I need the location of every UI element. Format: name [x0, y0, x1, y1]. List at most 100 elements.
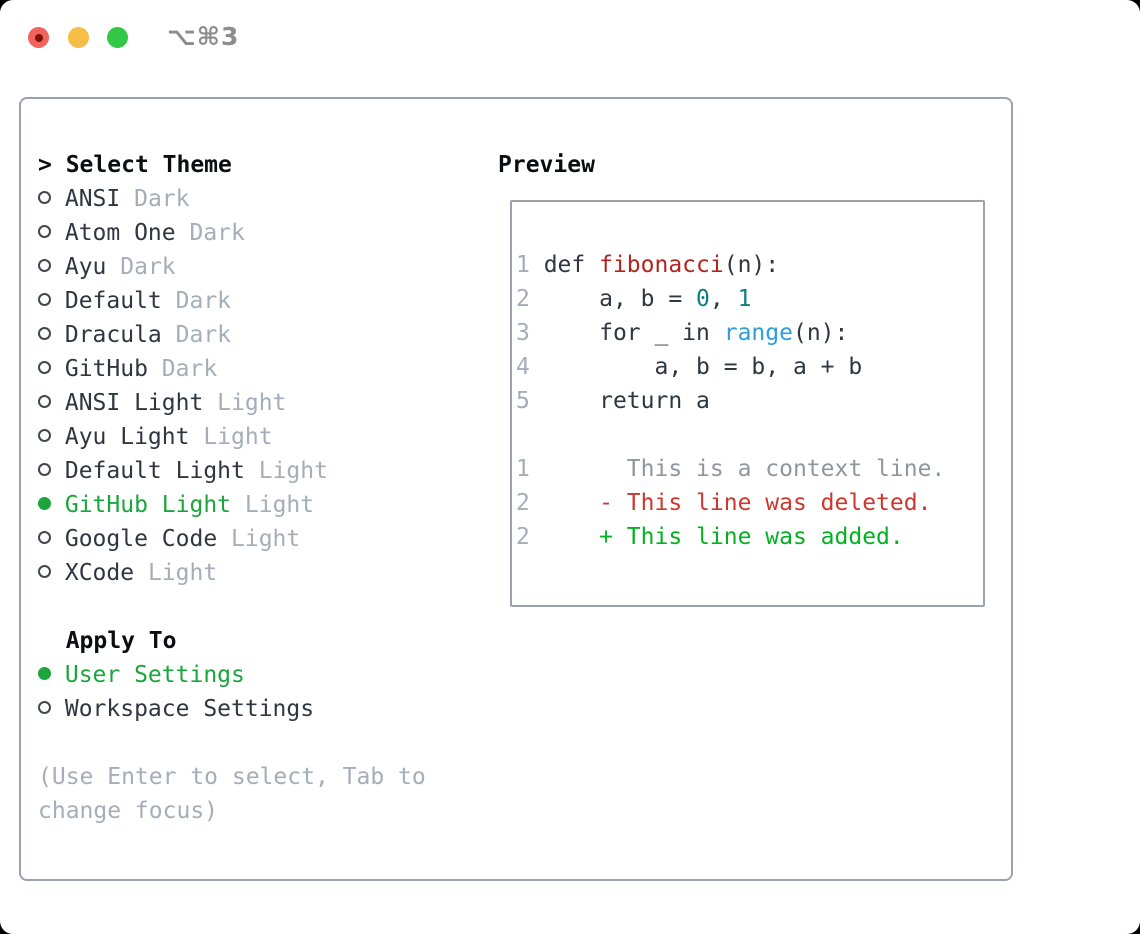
- radio-unselected-icon: [38, 225, 51, 238]
- theme-variant-label: Dark: [189, 220, 245, 246]
- select-theme-header: > Select Theme: [38, 148, 426, 182]
- code-segment-num: 0: [696, 286, 710, 312]
- theme-option-label: Atom One: [51, 220, 190, 246]
- radio-unselected-icon: [38, 565, 51, 578]
- theme-variant-label: Dark: [161, 356, 218, 382]
- theme-option-label: ANSI Light: [51, 390, 218, 416]
- code-line-5: 5 return a: [516, 384, 945, 418]
- radio-selected-icon: [38, 667, 51, 680]
- theme-option-label: Dracula: [51, 322, 176, 348]
- code-segment-code: a, b =: [543, 286, 697, 312]
- theme-variant-label: Dark: [120, 254, 176, 280]
- code-segment-code: ,: [709, 286, 738, 312]
- code-segment-func: fibonacci: [599, 252, 724, 278]
- code-segment-code: (n):: [723, 252, 780, 278]
- theme-option-label: Default Light: [51, 458, 259, 484]
- radio-unselected-icon: [38, 395, 51, 408]
- line-number: 2: [516, 286, 544, 312]
- theme-option-default-light[interactable]: Default Light Light: [38, 454, 426, 488]
- theme-menu: > Select Theme ANSI Dark Atom One Dark A…: [38, 148, 426, 828]
- code-segment-del: - This line was deleted.: [543, 490, 932, 516]
- theme-option-ayu-light[interactable]: Ayu Light Light: [38, 420, 426, 454]
- line-number: 3: [516, 320, 544, 346]
- line-number: 1: [516, 456, 544, 482]
- theme-option-github[interactable]: GitHub Dark: [38, 352, 426, 386]
- theme-variant-label: Dark: [134, 186, 190, 212]
- theme-variant-label: Dark: [175, 322, 232, 348]
- theme-option-dracula[interactable]: Dracula Dark: [38, 318, 426, 352]
- line-number: [516, 422, 530, 448]
- line-number: 4: [516, 354, 544, 380]
- theme-variant-label: Light: [217, 390, 287, 416]
- code-line-1: 1 def fibonacci(n):: [516, 248, 945, 282]
- apply-to-option-label: Workspace Settings: [51, 696, 315, 722]
- code-segment-add: + This line was added.: [543, 524, 904, 550]
- code-line-8: 2 - This line was deleted.: [516, 486, 945, 520]
- theme-option-xcode[interactable]: XCode Light: [38, 556, 426, 590]
- theme-option-label: Default: [51, 288, 176, 314]
- theme-list: ANSI Dark Atom One Dark Ayu Dark Default…: [38, 182, 426, 590]
- code-blank-line: [516, 418, 945, 452]
- close-button[interactable]: [28, 27, 49, 48]
- code-line-4: 4 a, b = b, a + b: [516, 350, 945, 384]
- theme-option-label: Ayu Light: [51, 424, 204, 450]
- line-number: 5: [516, 388, 544, 414]
- code-line-7: 1 This is a context line.: [516, 452, 945, 486]
- theme-option-atom-one[interactable]: Atom One Dark: [38, 216, 426, 250]
- window-title: ⌥⌘3: [167, 22, 240, 51]
- theme-option-label: GitHub Light: [51, 492, 245, 518]
- theme-variant-label: Light: [258, 458, 328, 484]
- radio-unselected-icon: [38, 463, 51, 476]
- theme-option-github-light[interactable]: GitHub Light Light: [38, 488, 426, 522]
- radio-unselected-icon: [38, 531, 51, 544]
- help-text-line-2: change focus): [38, 798, 219, 824]
- code-line-2: 2 a, b = 0, 1: [516, 282, 945, 316]
- minimize-button[interactable]: [68, 27, 89, 48]
- apply-to-list: User Settings Workspace Settings: [38, 658, 426, 726]
- radio-unselected-icon: [38, 191, 51, 204]
- code-line-9: 2 + This line was added.: [516, 520, 945, 554]
- theme-option-ayu[interactable]: Ayu Dark: [38, 250, 426, 284]
- help-text-line-1: (Use Enter to select, Tab to: [38, 764, 426, 790]
- zoom-button[interactable]: [107, 27, 128, 48]
- focus-caret: >: [38, 152, 66, 178]
- theme-option-default[interactable]: Default Dark: [38, 284, 426, 318]
- code-segment-code: def: [543, 252, 600, 278]
- radio-unselected-icon: [38, 327, 51, 340]
- theme-option-label: Google Code: [51, 526, 232, 552]
- select-theme-title: Select Theme: [65, 152, 232, 178]
- code-segment-ctx: This is a context line.: [543, 456, 946, 482]
- radio-unselected-icon: [38, 293, 51, 306]
- apply-to-header: Apply To: [65, 628, 177, 654]
- theme-option-label: ANSI: [51, 186, 135, 212]
- theme-option-label: Ayu: [51, 254, 121, 280]
- theme-option-google-code[interactable]: Google Code Light: [38, 522, 426, 556]
- apply-to-option-user-settings[interactable]: User Settings: [38, 658, 426, 692]
- line-number: 2: [516, 524, 544, 550]
- line-number: 2: [516, 490, 544, 516]
- theme-variant-label: Light: [231, 526, 301, 552]
- theme-variant-label: Light: [147, 560, 218, 586]
- code-line-3: 3 for _ in range(n):: [516, 316, 945, 350]
- theme-variant-label: Dark: [175, 288, 232, 314]
- apply-to-option-workspace-settings[interactable]: Workspace Settings: [38, 692, 426, 726]
- code-segment-code: a, b = b, a + b: [543, 354, 863, 380]
- radio-unselected-icon: [38, 429, 51, 442]
- theme-option-label: GitHub: [51, 356, 162, 382]
- code-segment-code: for _ in: [543, 320, 724, 346]
- radio-unselected-icon: [38, 361, 51, 374]
- theme-option-label: XCode: [51, 560, 148, 586]
- theme-picker-panel: > Select Theme ANSI Dark Atom One Dark A…: [19, 97, 1013, 881]
- preview-header: Preview: [498, 152, 595, 178]
- spacer: [38, 726, 426, 760]
- code-segment-code: (n):: [792, 320, 849, 346]
- code-segment-code: return a: [543, 388, 710, 414]
- radio-selected-icon: [38, 497, 51, 510]
- code-segment-num: 1: [737, 286, 752, 312]
- theme-variant-label: Light: [203, 424, 273, 450]
- apply-to-option-label: User Settings: [51, 662, 245, 688]
- theme-option-ansi[interactable]: ANSI Dark: [38, 182, 426, 216]
- theme-option-ansi-light[interactable]: ANSI Light Light: [38, 386, 426, 420]
